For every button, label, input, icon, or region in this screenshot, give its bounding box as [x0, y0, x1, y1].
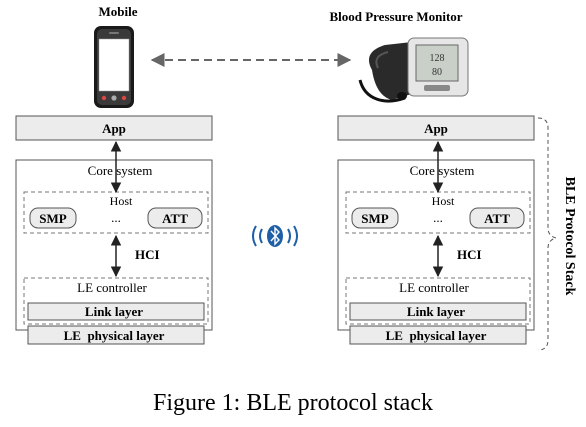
left-physical-layer-label: LE physical layer	[64, 328, 165, 343]
right-app-box	[337, 115, 535, 141]
right-link-layer-label: Link layer	[407, 304, 465, 319]
right-att-label: ATT	[484, 211, 510, 226]
right-att-box	[469, 207, 525, 229]
right-le-controller-box	[345, 277, 531, 325]
right-core-system-label: Core system	[410, 163, 475, 178]
left-core-system-label: Core system	[88, 163, 153, 178]
mobile-phone-icon	[94, 26, 134, 108]
blood-pressure-monitor-icon: 128 80	[358, 37, 469, 103]
left-att-box	[147, 207, 203, 229]
right-app-label: App	[424, 121, 448, 136]
left-smp-box	[29, 207, 77, 229]
right-hci-label: HCI	[457, 247, 482, 262]
left-link-layer-label: Link layer	[85, 304, 143, 319]
left-att-label: ATT	[162, 211, 188, 226]
left-le-controller-label: LE controller	[77, 280, 147, 295]
svg-text:128: 128	[430, 53, 445, 64]
right-host-label: Host	[432, 194, 455, 208]
figure-caption: Figure 1: BLE protocol stack	[153, 390, 433, 416]
left-le-controller-box	[23, 277, 209, 325]
left-host-label: Host	[110, 194, 133, 208]
right-link-layer-box	[349, 302, 527, 321]
left-smp-label: SMP	[39, 211, 67, 226]
left-ellipsis: ...	[111, 210, 121, 225]
right-physical-layer-box	[349, 325, 527, 345]
svg-text:80: 80	[432, 67, 442, 78]
mobile-title: Mobile	[99, 4, 138, 19]
stack-bracket	[537, 117, 557, 351]
monitor-title: Blood Pressure Monitor	[329, 9, 462, 24]
left-app-box	[15, 115, 213, 141]
right-smp-label: SMP	[361, 211, 389, 226]
right-ellipsis: ...	[433, 210, 443, 225]
left-link-layer-box	[27, 302, 205, 321]
bluetooth-icon	[252, 225, 298, 247]
left-hci-label: HCI	[135, 247, 160, 262]
side-label: BLE Protocol Stack	[562, 177, 577, 296]
right-smp-box	[351, 207, 399, 229]
right-physical-layer-label: LE physical layer	[386, 328, 487, 343]
right-le-controller-label: LE controller	[399, 280, 469, 295]
left-physical-layer-box	[27, 325, 205, 345]
left-app-label: App	[102, 121, 126, 136]
